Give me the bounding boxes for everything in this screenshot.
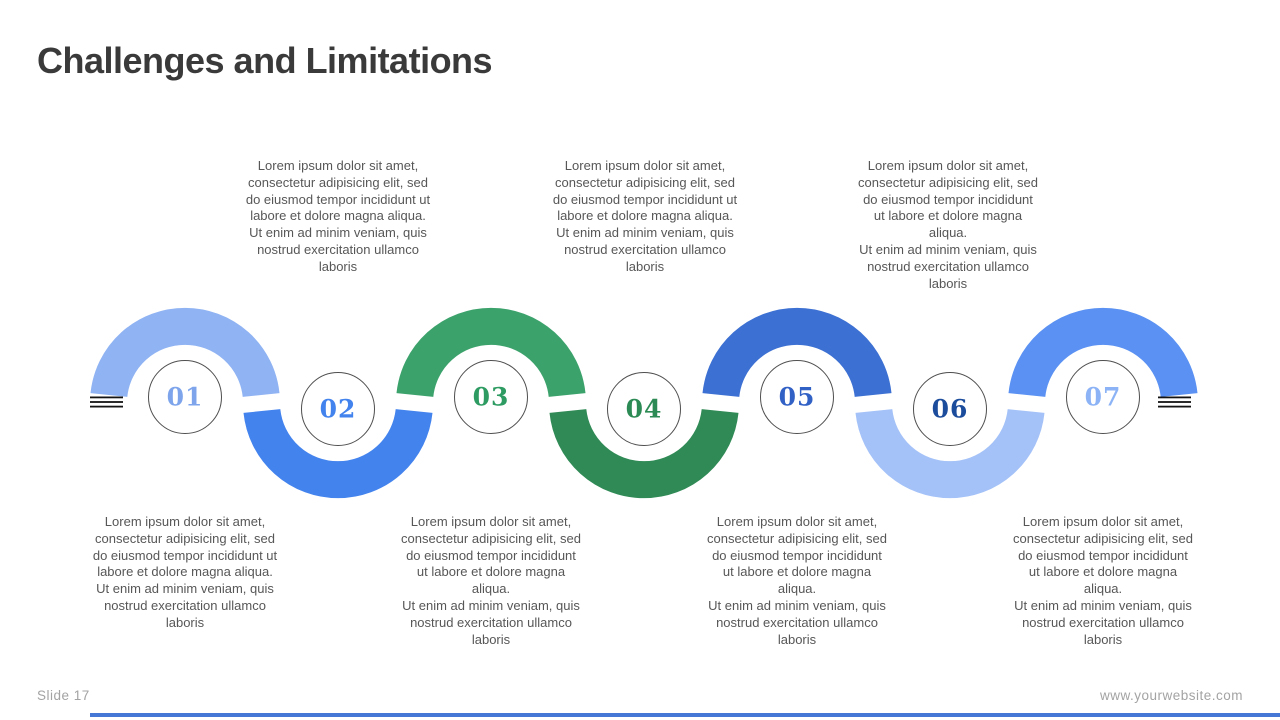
step-circle-07 (1066, 360, 1140, 434)
start-mark-line (90, 396, 123, 399)
step-number-06: 06 (932, 395, 969, 424)
step-number-05: 05 (779, 383, 816, 412)
step-circle-04 (607, 372, 681, 446)
step-circle-06 (913, 372, 987, 446)
website-label: www.yourwebsite.com (1099, 688, 1243, 703)
step-circle-05 (760, 360, 834, 434)
footer-accent-bar (90, 713, 1280, 717)
wave-arc-05 (702, 307, 892, 398)
step-circle-02 (301, 372, 375, 446)
step-circle-01 (148, 360, 222, 434)
wave-arc-02 (243, 408, 433, 499)
start-mark-line (90, 405, 123, 408)
step-number-07: 07 (1085, 383, 1122, 412)
step-circle-03 (454, 360, 528, 434)
wave-arc-01 (90, 307, 280, 398)
page-title: Challenges and Limitations (37, 40, 493, 81)
description-top-3: Lorem ipsum dolor sit amet, consectetur … (858, 158, 1038, 291)
process-wave-diagram: 01 02 03 04 05 06 07 (90, 307, 1198, 499)
description-bottom-3: Lorem ipsum dolor sit amet, consectetur … (707, 514, 887, 647)
step-number-03: 03 (473, 383, 510, 412)
step-number-02: 02 (320, 395, 357, 424)
end-mark-line (1158, 396, 1191, 399)
start-mark-line (90, 401, 123, 403)
description-bottom-2: Lorem ipsum dolor sit amet, consectetur … (401, 514, 581, 647)
wave-arc-04 (549, 408, 739, 499)
wave-arc-06 (855, 408, 1045, 499)
description-bottom-4: Lorem ipsum dolor sit amet, consectetur … (1013, 514, 1193, 647)
slide-number-label: Slide 17 (37, 688, 90, 703)
end-mark-line (1158, 405, 1191, 408)
wave-arc-03 (396, 307, 586, 398)
description-top-1: Lorem ipsum dolor sit amet, consectetur … (245, 158, 431, 274)
end-mark-line (1158, 401, 1191, 403)
description-top-2: Lorem ipsum dolor sit amet, consectetur … (552, 158, 738, 274)
step-number-04: 04 (626, 395, 663, 424)
description-bottom-1: Lorem ipsum dolor sit amet, consectetur … (92, 514, 278, 630)
wave-arc-07 (1008, 307, 1198, 398)
step-number-01: 01 (167, 383, 204, 412)
